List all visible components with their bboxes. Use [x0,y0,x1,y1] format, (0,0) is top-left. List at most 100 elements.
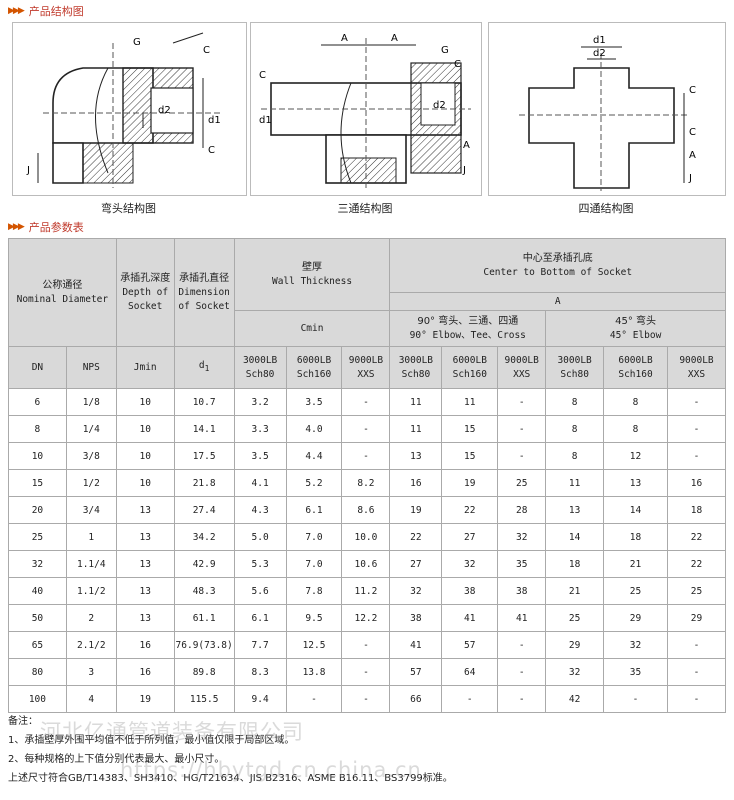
table-cell: - [666,685,727,713]
table-cell: - [341,685,391,713]
table-cell: 10 [115,442,175,470]
h-6000b: Sch160 [296,368,332,380]
table-cell: 16 [115,658,175,686]
elbow-label-d1: d1 [208,115,221,126]
cross-label-a: A [689,150,696,161]
tee-label-a3: A [463,140,470,151]
table-cell: 14 [545,523,605,551]
table-cell: 65 [8,631,67,659]
table-cell: 11 [545,469,605,497]
table-cell: 4.0 [285,415,343,443]
header-45-cn: 45° 弯头 [615,315,657,327]
table-cell: 11 [441,388,499,416]
cross-label-c: C [689,85,696,96]
table-cell: 16 [666,469,727,497]
table-cell: 35 [603,658,668,686]
table-cell: 76.9(73.8) [173,631,235,659]
table-cell: 41 [441,604,499,632]
table-cell: 2 [65,604,117,632]
header-dim-cn: 承插孔直径 [179,272,230,284]
table-cell: 8.6 [341,496,391,524]
table-cell: 5.6 [233,577,287,605]
cross-caption: 四通结构图 [578,202,634,215]
table-cell: - [666,388,727,416]
header-45-en: 45° Elbow [609,329,662,341]
table-cell: 13 [115,550,175,578]
tee-label-j: J [462,165,466,176]
table-cell: 22 [441,496,499,524]
table-cell: 8 [545,415,605,443]
table-cell: 50 [8,604,67,632]
table-cell: 7.0 [285,550,343,578]
header-d1: d1 [173,346,235,389]
tee-label-c: C [454,59,461,70]
table-cell: 115.5 [173,685,235,713]
table-cell: - [497,685,547,713]
elbow-label-g: G [133,37,141,48]
table-cell: 25 [497,469,547,497]
table-cell: 22 [389,523,443,551]
table-cell: 25 [8,523,67,551]
table-cell: 25 [603,577,668,605]
h-9000a: 9000LB [679,354,714,366]
table-cell: 13 [115,604,175,632]
table-cell: 32 [603,631,668,659]
table-cell: - [497,658,547,686]
table-cell: - [497,631,547,659]
table-cell: 10 [8,442,67,470]
table-cell: 80 [8,658,67,686]
section-title-text: 产品参数表 [28,221,84,234]
table-cell: 2.1/2 [65,631,117,659]
header-depth-en1: Depth of [122,286,169,298]
table-cell: 13 [545,496,605,524]
header-nominal-cn: 公称通径 [42,279,83,291]
table-cell: 22 [666,550,727,578]
section-title-structure: ▶▶▶ 产品结构图 [8,4,84,18]
table-cell: 57 [389,658,443,686]
table-cell: 4.1 [233,469,287,497]
table-cell: 8 [8,415,67,443]
h-6000b: Sch160 [618,368,653,380]
table-cell: 16 [115,631,175,659]
header-nominal-en: Nominal Diameter [16,293,109,305]
cross-label-d2: d2 [593,48,606,59]
table-cell: 12.5 [285,631,343,659]
table-cell: - [497,415,547,443]
tee-label-d2: d2 [433,100,446,111]
table-cell: 27.4 [173,496,235,524]
elbow-label-d2: d2 [158,105,171,116]
table-cell: 9.5 [285,604,343,632]
cross-label-d1: d1 [593,35,606,46]
table-cell: 11 [389,388,443,416]
table-cell: 18 [666,496,727,524]
table-cell: 14.1 [173,415,235,443]
table-cell: 21.8 [173,469,235,497]
header-depth: 承插孔深度 Depth of Socket [115,238,175,347]
table-cell: 17.5 [173,442,235,470]
table-cell: 3/8 [65,442,117,470]
tee-caption: 三通结构图 [337,202,393,215]
table-cell: 29 [666,604,727,632]
note-1: 1、承插壁厚外围平均值不低于所列值，最小值仅限于局部区域。 [8,735,295,746]
table-cell: 38 [441,577,499,605]
table-cell: 8 [603,388,668,416]
tee-label-c2: C [259,70,266,81]
table-cell: 42.9 [173,550,235,578]
table-cell: 14 [603,496,668,524]
tee-label-a2: A [391,33,398,44]
header-dimension: 承插孔直径 Dimension of Socket [173,238,235,347]
table-cell: - [341,388,391,416]
h-3000a: 3000LB [398,354,434,366]
